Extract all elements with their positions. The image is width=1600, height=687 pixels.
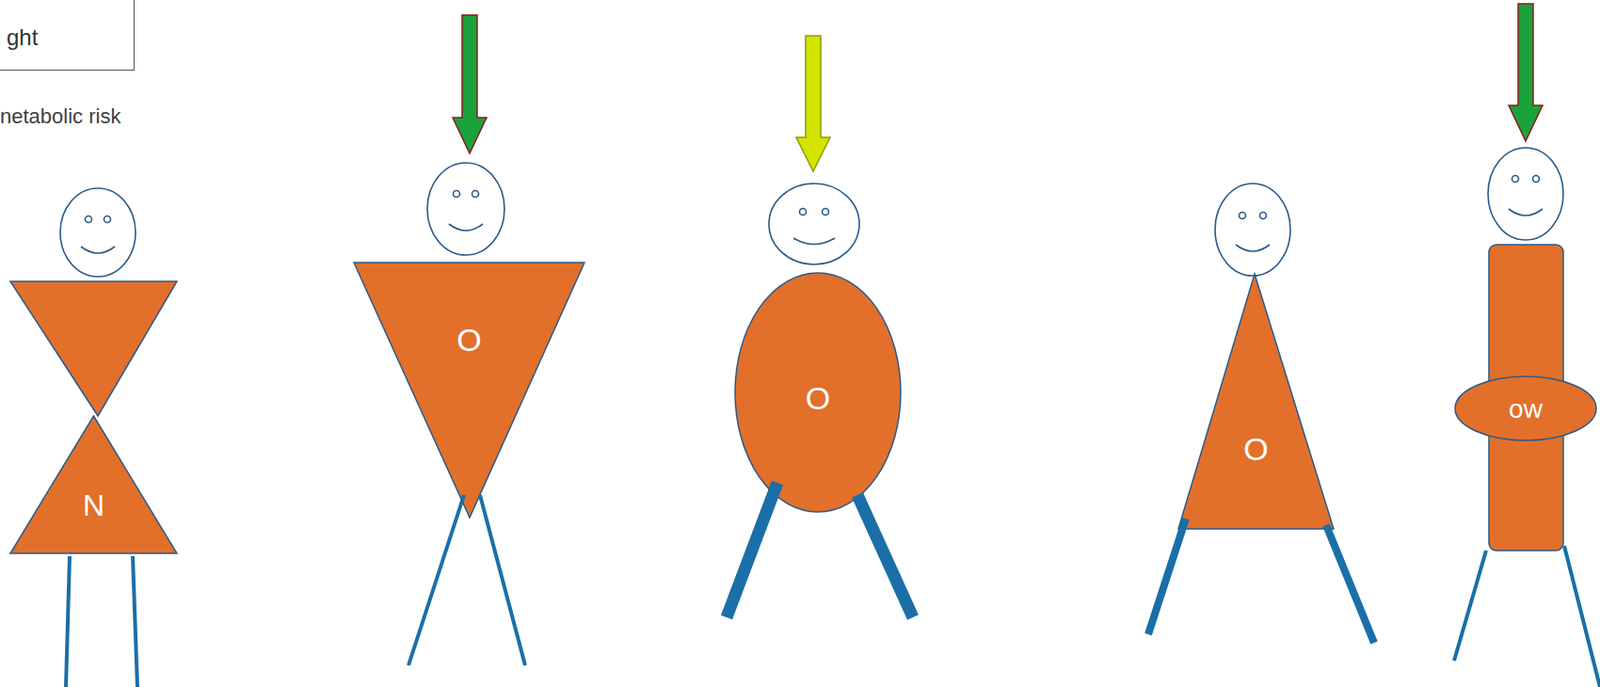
upper-torso [10,281,177,416]
triangle-shape [353,262,585,518]
shape-letter: N [10,488,177,524]
thick-leg [857,495,913,618]
shape-letter: O [734,380,902,417]
thick-leg [726,482,778,618]
leg [1564,545,1600,687]
leg [1454,550,1487,661]
triangle-torso: O [1178,273,1334,529]
oval-torso: O [734,272,902,513]
shape-outline [1178,273,1334,529]
head [60,188,136,277]
eye [822,208,830,216]
yellow-arrow [796,35,831,172]
triangle-shape [10,416,177,554]
smile [793,238,835,245]
legs [65,482,1600,687]
note-text: netabolic risk [0,104,121,129]
eye [1239,212,1247,220]
ellipse-shape [735,272,901,512]
leg [65,556,70,687]
leg [408,495,464,666]
title-box: ght [0,0,135,71]
eye [1260,212,1267,220]
ellipse-shape [1455,376,1597,441]
eye [1533,176,1540,183]
leg [132,556,138,687]
eye [472,191,480,198]
eye [85,216,93,224]
leg [1326,525,1375,643]
smiley-heads [60,147,1564,277]
smile [448,224,483,231]
head [427,162,505,256]
smile [1235,244,1270,252]
shape-letter: O [1178,431,1334,468]
leg [480,495,526,666]
shape-outline [10,416,177,554]
head [1488,147,1564,240]
shape-letter: ow [1454,394,1598,425]
triangle-shape [1178,273,1334,529]
shape-outline [353,262,585,518]
waist-ellipse: ow [1454,375,1598,442]
title-text: ght [0,24,134,51]
leg [1148,518,1186,635]
lower-torso-triangle: N [10,416,177,554]
head [768,183,860,265]
green-arrow [1508,3,1543,142]
eye [104,216,112,224]
eye [800,208,807,216]
head [1215,183,1291,276]
smile [1508,208,1543,216]
inverted-triangle-torso: O [353,262,585,518]
shape-letter: O [353,321,585,359]
eye [453,191,461,198]
green-arrow [452,15,487,154]
smile [80,246,115,254]
eye [1512,176,1520,183]
